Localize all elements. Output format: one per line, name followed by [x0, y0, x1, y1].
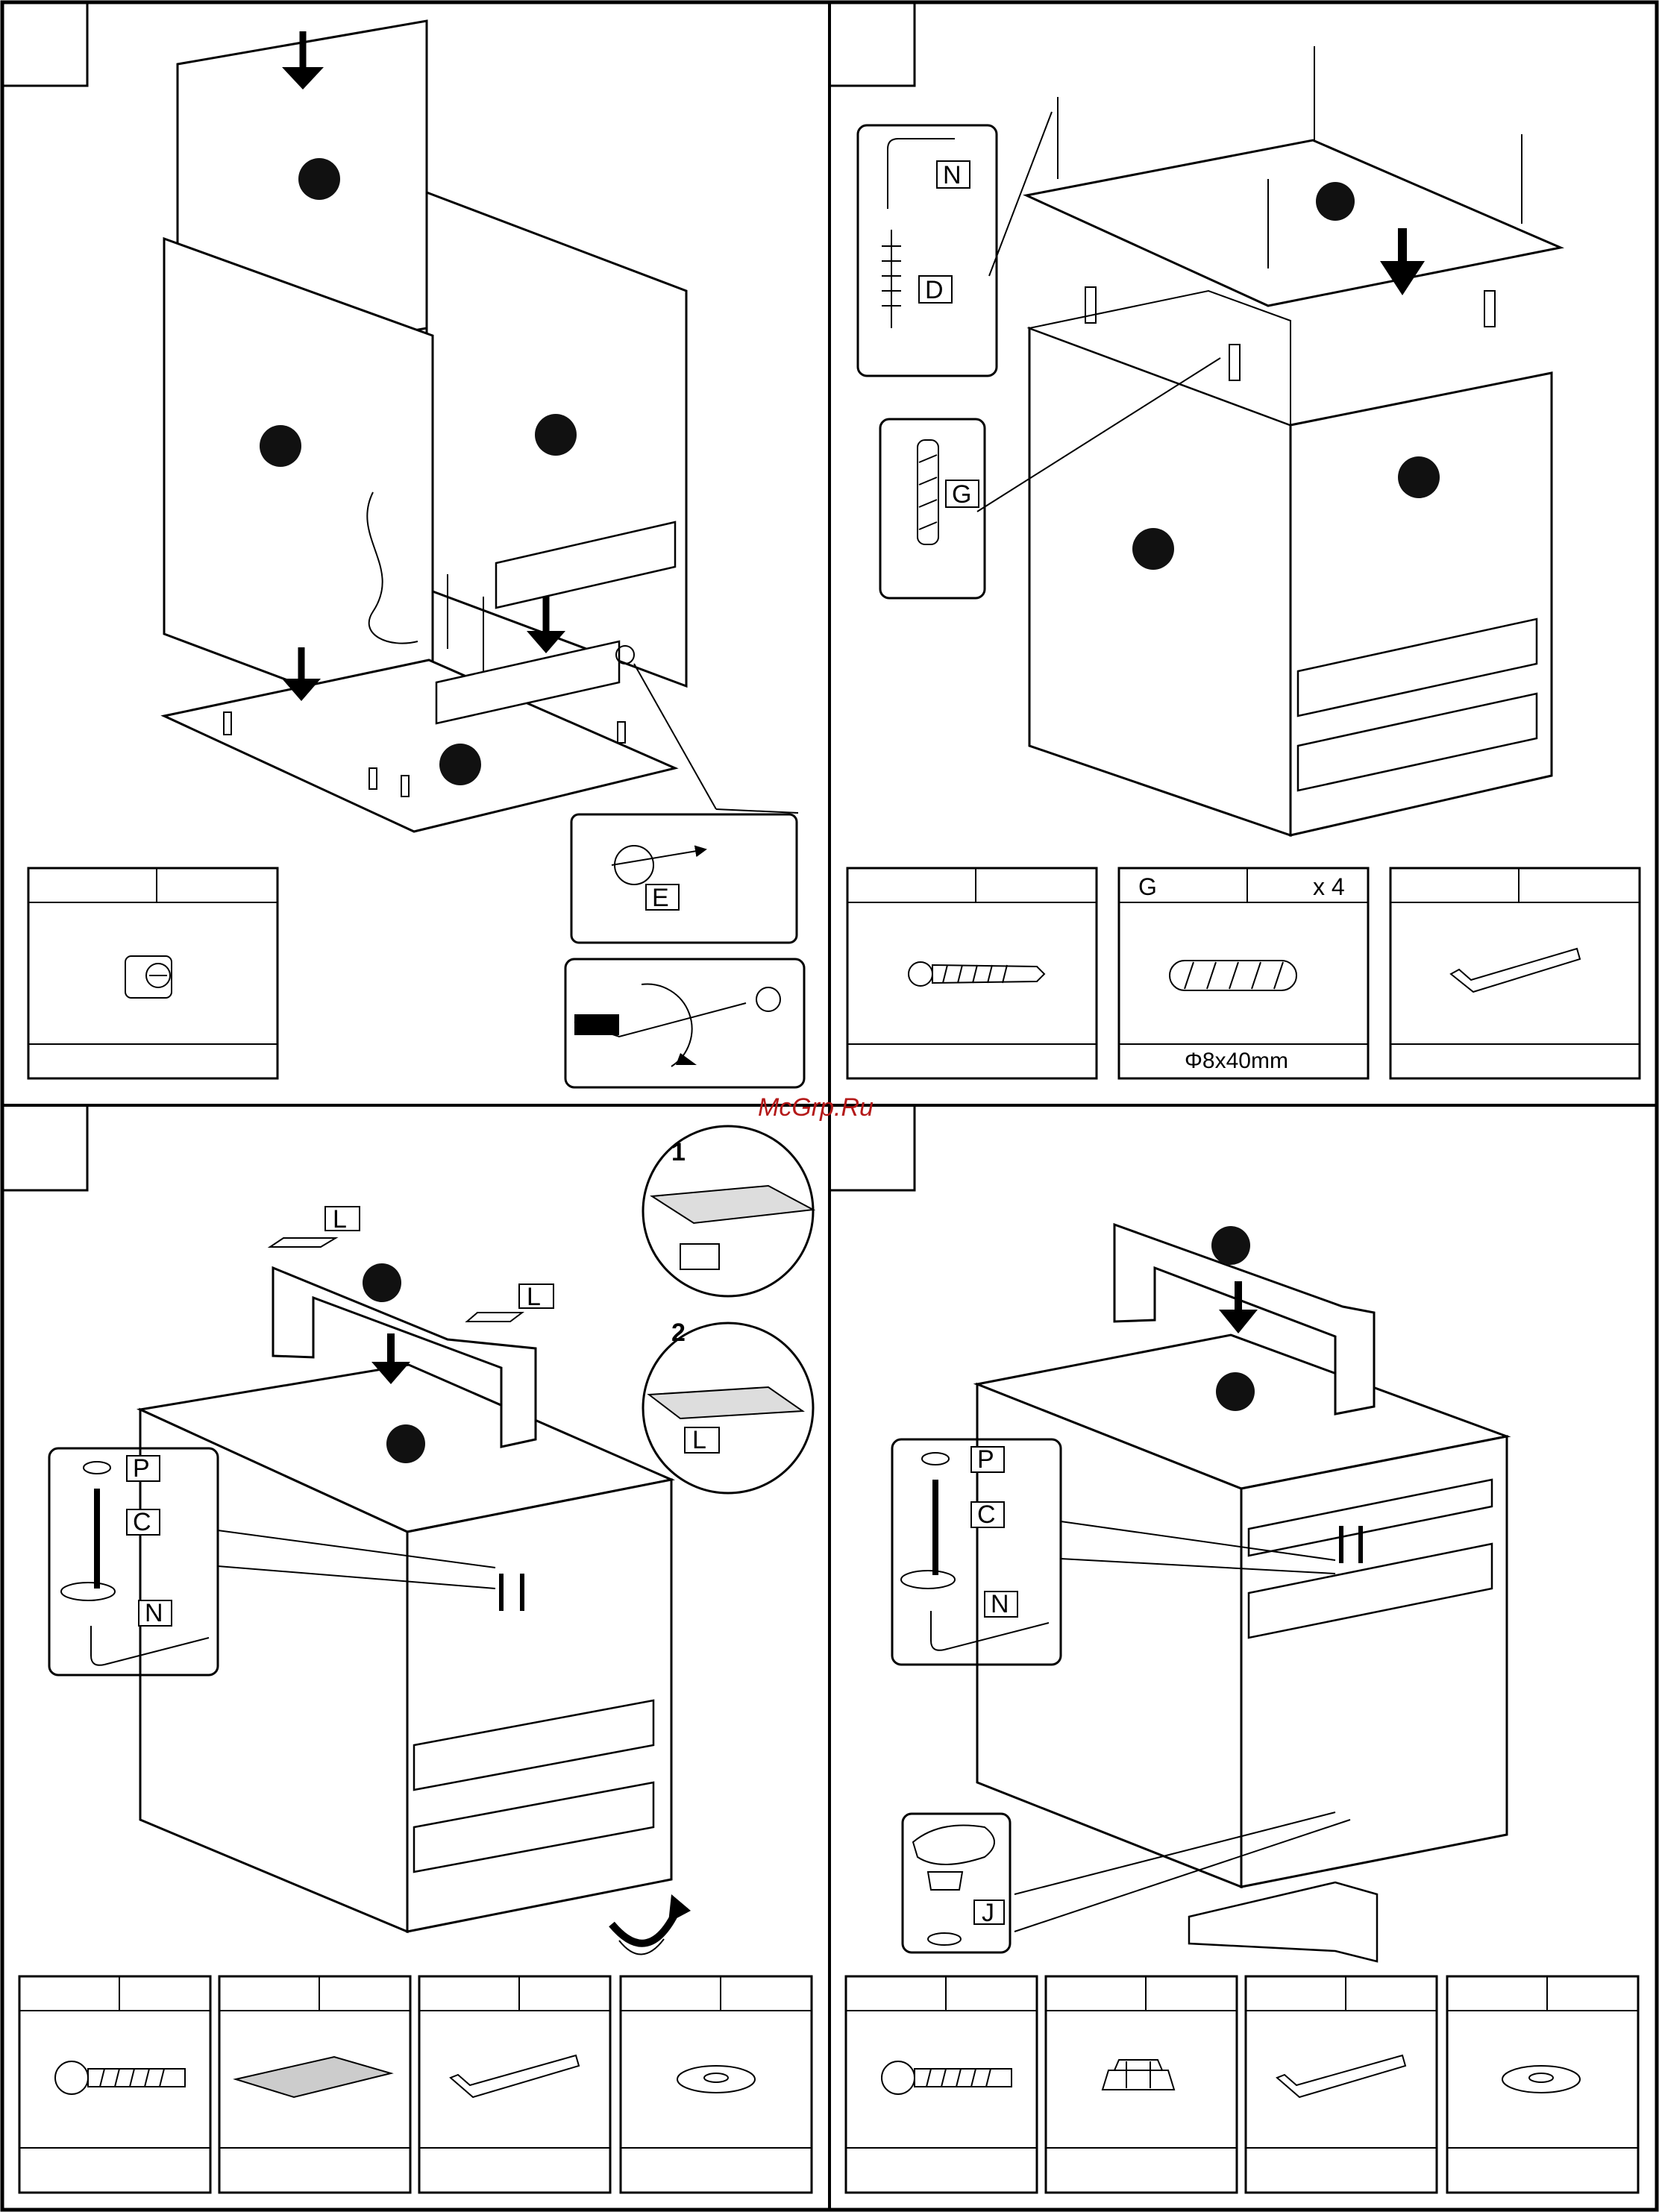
callout-label-p: P	[133, 1454, 150, 1483]
step-1-parts-box	[28, 868, 277, 1078]
callout-screw-and-key: N D	[858, 125, 997, 376]
step-4-parts-box-4	[1447, 1976, 1638, 2193]
step-4-cabinet-illustration	[977, 1225, 1507, 1961]
screw-icon	[909, 962, 1044, 986]
step-3-number-box	[2, 1105, 87, 1190]
felt-pad-icon	[236, 2057, 391, 2097]
step-3-cabinet-illustration: L L	[140, 1205, 691, 1955]
callout-label-n-4: N	[991, 1590, 1009, 1618]
bolt-icon	[55, 2061, 185, 2094]
part-code-g: G	[1138, 873, 1157, 900]
cam-lock-icon	[125, 956, 172, 998]
step-4-parts-box-1	[846, 1976, 1037, 2193]
step-3-parts-box-3	[419, 1976, 610, 2193]
step-2-number-box	[830, 2, 915, 86]
label-l-top-1: L	[333, 1205, 347, 1234]
part-size-g: Φ8x40mm	[1185, 1049, 1288, 1073]
step-2-cabinet-illustration	[977, 46, 1561, 835]
bolt-icon	[882, 2061, 1012, 2094]
callout-label-g: G	[952, 480, 971, 509]
allen-key-icon	[1277, 2055, 1405, 2097]
substep-2: 2	[671, 1319, 686, 1347]
step-2-parts-box-3	[1390, 868, 1640, 1078]
label-l-top-2: L	[527, 1283, 541, 1311]
allen-key-icon	[1451, 949, 1580, 992]
step-1-number-box	[2, 2, 87, 86]
substep-1: 1	[671, 1138, 686, 1166]
step-1-panel: E	[2, 2, 804, 1087]
substep-label-l: L	[692, 1426, 706, 1454]
callout-screwdriver-detail	[565, 959, 804, 1087]
callout-dowel-detail: G	[880, 419, 985, 598]
callout-label-c-4: C	[977, 1501, 996, 1529]
step-2-parts-box-1	[847, 868, 1097, 1078]
callout-label-n-3: N	[145, 1599, 163, 1627]
callout-label-j: J	[982, 1899, 994, 1927]
allen-key-icon	[451, 2055, 579, 2097]
step-3-parts-box-4	[621, 1976, 812, 2193]
step-3-parts-box-1	[19, 1976, 210, 2193]
step-1-cabinet-illustration	[164, 21, 798, 832]
callout-leveling-foot: J	[903, 1814, 1010, 1952]
callout-label-c: C	[133, 1508, 151, 1536]
step-4-panel: P C N J	[830, 1105, 1638, 2193]
step-2-panel: N D G G x	[830, 2, 1640, 1078]
step-4-parts-box-3	[1246, 1976, 1437, 2193]
leveling-foot-icon	[1103, 2060, 1174, 2090]
part-qty-g: x 4	[1313, 873, 1345, 900]
washer-icon	[677, 2066, 755, 2093]
dowel-icon	[1170, 961, 1296, 990]
watermark: McGrp.Ru	[758, 1093, 874, 1122]
callout-cam-lock-detail: E	[571, 814, 797, 943]
step-2-parts-box-2: G x 4 Φ8x40mm	[1119, 868, 1368, 1078]
callout-label-p-4: P	[977, 1445, 994, 1474]
step-3-parts-box-2	[219, 1976, 410, 2193]
step-4-parts-box-2	[1046, 1976, 1237, 2193]
callout-label-e: E	[652, 884, 669, 912]
step-3-panel: L L P C N 1	[2, 1105, 813, 2193]
washer-icon	[1502, 2066, 1580, 2093]
callout-label-n: N	[943, 161, 962, 189]
callout-felt-pad-substeps: 1 2 L	[643, 1126, 813, 1493]
callout-label-d: D	[925, 276, 944, 304]
